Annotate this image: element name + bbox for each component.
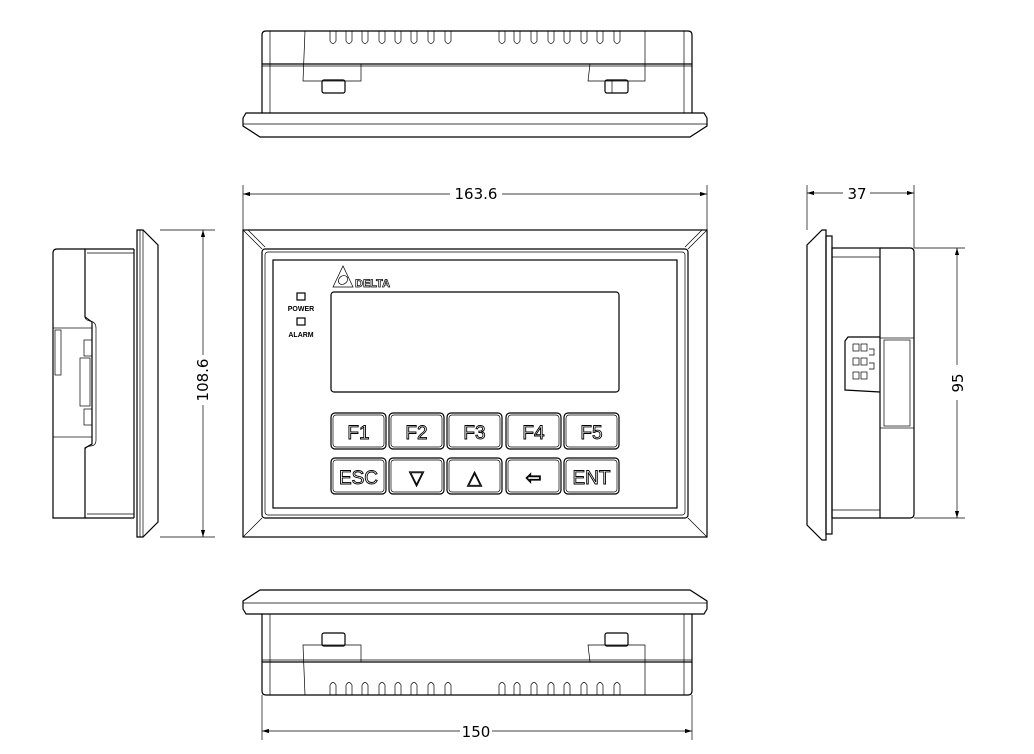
vent-slot: [498, 682, 506, 695]
body-height-dimension: 95: [949, 373, 967, 392]
key-f5[interactable]: F5: [563, 412, 620, 450]
vent-slot: [394, 31, 402, 44]
vent-slot: [410, 682, 418, 695]
key-label: △: [467, 468, 482, 489]
vent-slot: [361, 31, 369, 44]
vent-slot: [345, 682, 353, 695]
body-width-dimension: 150: [462, 723, 491, 741]
vent-slot: [580, 31, 588, 44]
key-esc[interactable]: ESC: [330, 457, 387, 495]
power-led-label: POWER: [288, 306, 314, 313]
right-side-view: 37 95: [806, 185, 967, 541]
height-dimension: 108.6: [194, 359, 212, 402]
alarm-led-label: ALARM: [288, 332, 313, 339]
vent-slot: [513, 682, 521, 695]
vent-slot: [580, 682, 588, 695]
key-label: F1: [347, 423, 369, 444]
vent-slot: [530, 31, 538, 44]
key-f4[interactable]: F4: [505, 412, 562, 450]
vent-slot: [563, 682, 571, 695]
key-label: ▽: [409, 468, 424, 489]
vent-slot: [596, 682, 604, 695]
delta-logo: DELTA: [332, 265, 390, 290]
svg-text:DELTA: DELTA: [355, 278, 390, 290]
vent-slot: [394, 682, 402, 695]
key-label: F4: [522, 423, 545, 444]
vent-slot: [444, 682, 452, 695]
vent-slot: [378, 682, 386, 695]
power-led: [296, 292, 306, 301]
vent-slot: [329, 31, 337, 44]
left-side-view: 108.6: [52, 229, 215, 538]
vent-slot: [444, 31, 452, 44]
key-label: F3: [463, 423, 485, 444]
key-label: ⇦: [526, 468, 542, 489]
key-label: ENT: [573, 468, 611, 489]
key-label: F5: [580, 423, 602, 444]
vent-slot: [530, 682, 538, 695]
bottom-view: 150: [242, 589, 708, 741]
vent-slot: [427, 31, 435, 44]
key-f3[interactable]: F3: [446, 412, 503, 450]
vent-slot: [345, 31, 353, 44]
vent-slot: [563, 31, 571, 44]
vent-slot: [329, 682, 337, 695]
top-view: [242, 30, 708, 138]
lcd-screen: [330, 291, 620, 393]
key-ent[interactable]: ENT: [563, 457, 620, 495]
key-f1[interactable]: F1: [330, 412, 387, 450]
key-up[interactable]: △: [446, 457, 503, 495]
key-label: F2: [405, 423, 427, 444]
vent-slot: [498, 31, 506, 44]
key-f2[interactable]: F2: [388, 412, 445, 450]
vent-slot: [547, 682, 555, 695]
vent-slot: [410, 31, 418, 44]
vent-slot: [547, 31, 555, 44]
alarm-led: [296, 317, 306, 326]
key-back[interactable]: ⇦: [505, 457, 562, 495]
depth-dimension: 37: [847, 185, 866, 203]
vent-slot: [613, 31, 621, 44]
vent-slot: [361, 682, 369, 695]
width-dimension: 163.6: [455, 185, 498, 203]
vent-slot: [513, 31, 521, 44]
key-label: ESC: [339, 468, 378, 489]
key-down[interactable]: ▽: [388, 457, 445, 495]
vent-slot: [378, 31, 386, 44]
vent-slot: [596, 31, 604, 44]
vent-slot: [613, 682, 621, 695]
vent-slot: [427, 682, 435, 695]
